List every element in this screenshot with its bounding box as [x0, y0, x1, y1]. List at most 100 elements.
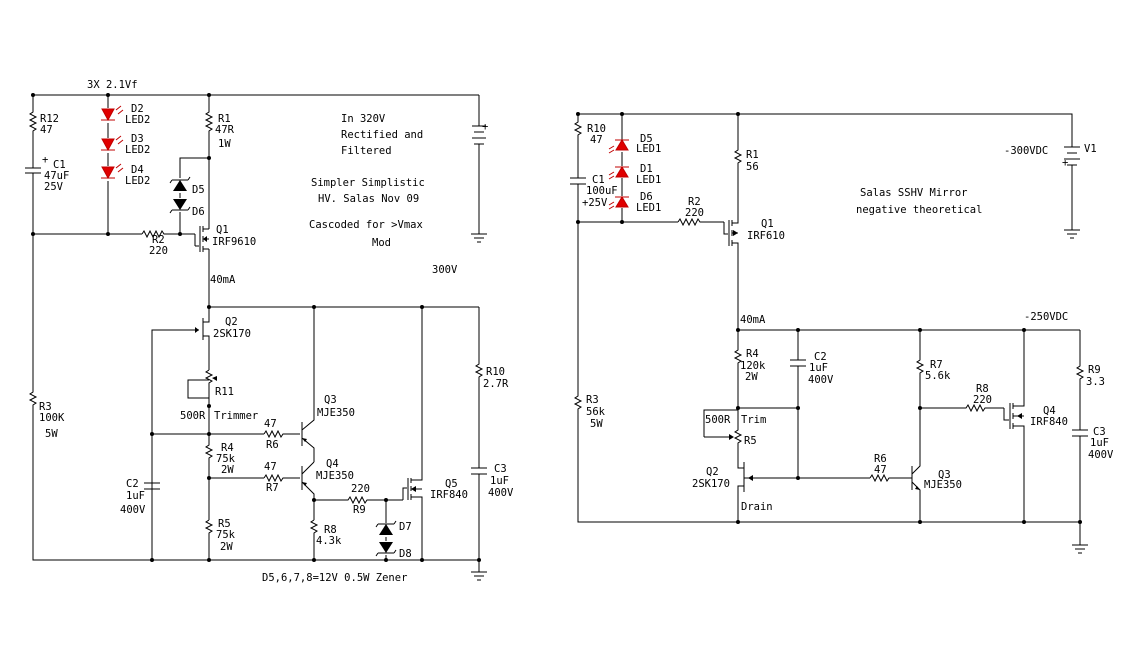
right-out-voltage: -250VDC: [1024, 311, 1068, 323]
right-r3-resistor: [573, 222, 1080, 523]
left-r3-val: 100K: [39, 412, 65, 424]
left-zener-d6: [169, 199, 191, 214]
left-d3-ref: D3: [131, 133, 144, 145]
left-r12-ref: R12: [40, 113, 59, 125]
left-r5-ref: R5: [218, 518, 231, 530]
left-note-3: Filtered: [341, 145, 392, 157]
left-q3-type: MJE350: [317, 407, 355, 419]
left-c1-ref: C1: [53, 159, 66, 171]
left-q5-type: IRF840: [430, 489, 468, 501]
right-supply-battery: [578, 113, 1080, 239]
left-note-7: Mod: [372, 237, 391, 249]
left-d6-ref: D6: [192, 206, 205, 218]
right-supply-label: -300VDC: [1004, 145, 1048, 157]
left-d5-ref: D5: [192, 184, 205, 196]
right-q1-mosfet: [723, 214, 739, 330]
left-note-4: Simpler Simplistic: [311, 177, 425, 189]
right-q3-transistor: [911, 408, 921, 522]
right-v1-ref: V1: [1084, 143, 1097, 155]
left-current-label: 40mA: [210, 274, 236, 286]
right-r3-val: 56k: [586, 406, 606, 418]
right-q3-type: MJE350: [924, 479, 962, 491]
right-q1-type: IRF610: [747, 230, 785, 242]
left-r2-ref: R2: [152, 234, 165, 246]
left-r1-ref: R1: [218, 113, 231, 125]
right-ground-symbol: [1072, 522, 1088, 554]
left-r6-resistor: [263, 429, 300, 439]
left-r5-power: 2W: [220, 541, 233, 553]
right-r2-ref: R2: [688, 196, 701, 208]
right-q2-ref: Q2: [706, 466, 719, 478]
left-battery-plus: +: [482, 121, 488, 133]
left-r6-ref: R6: [266, 439, 279, 451]
right-led-d5: [608, 139, 629, 154]
left-r12-val: 47: [40, 124, 53, 136]
left-c3-capacitor: [471, 467, 487, 560]
left-q2-ref: Q2: [225, 316, 238, 328]
left-c3-ref: C3: [494, 463, 507, 475]
right-d5-ref: D5: [640, 133, 653, 145]
left-c1-val: 47uF: [44, 170, 69, 182]
left-r11-trimmer: [204, 369, 214, 434]
left-q1-ref: Q1: [216, 224, 229, 236]
left-r4-val: 75k: [216, 453, 236, 465]
right-c3-val: 1uF: [1090, 437, 1109, 449]
left-q2-jfet: [151, 307, 210, 562]
right-r7-val: 5.6k: [925, 370, 951, 382]
left-d7-ref: D7: [399, 521, 412, 533]
right-title-line1: Salas SSHV Mirror: [860, 187, 967, 199]
right-r1-val: 56: [746, 161, 759, 173]
left-q1-type: IRF9610: [212, 236, 256, 248]
right-c3-ref: C3: [1093, 426, 1106, 438]
right-r10-resistor: [573, 114, 583, 178]
right-led-d6: [608, 196, 629, 210]
right-r4-resistor: [733, 330, 743, 408]
left-r8-resistor: [309, 519, 319, 560]
right-v1-plus: +: [1062, 157, 1068, 169]
right-r6-ref: R6: [874, 453, 887, 465]
right-r6-val: 47: [874, 464, 887, 476]
right-c2-rating: 400V: [808, 374, 834, 386]
right-r10-ref: R10: [587, 123, 606, 135]
left-r4-resistor: [204, 434, 214, 520]
left-r11-extra: Trimmer: [214, 410, 258, 422]
right-r1-ref: R1: [746, 149, 759, 161]
right-led-d1: [608, 166, 629, 180]
left-zener-d7: [375, 520, 397, 535]
left-supply-voltage: 300V: [432, 264, 458, 276]
right-d1-ref: D1: [640, 163, 653, 175]
left-r1-power: 1W: [218, 138, 231, 150]
right-c1-rating: +25V: [582, 197, 608, 209]
right-r9-resistor: [1075, 330, 1085, 430]
left-d2-type: LED2: [125, 114, 150, 126]
left-q4-transistor: [301, 461, 315, 520]
left-r2-resistor: [141, 229, 195, 239]
right-r8-resistor: [920, 403, 1004, 413]
right-c1-capacitor: [570, 177, 586, 222]
left-led-d3: [101, 135, 124, 152]
right-c3-capacitor: [1072, 429, 1088, 522]
left-q3-ref: Q3: [324, 394, 337, 406]
right-r5-ref: R5: [744, 435, 757, 447]
right-c3-rating: 400V: [1088, 449, 1114, 461]
left-schematic: 3X 2.1Vf R12 47 + C1 47uF 25V D2 LED2 D3…: [25, 79, 514, 584]
left-c2-val: 1uF: [126, 490, 145, 502]
left-d3-type: LED2: [125, 144, 150, 156]
right-r9-val: 3.3: [1086, 376, 1105, 388]
left-r9-ref: R9: [353, 504, 366, 516]
left-q1-mosfet: [194, 226, 210, 305]
right-r3-ref: R3: [586, 394, 599, 406]
left-r9-val: 220: [351, 483, 370, 495]
left-supply-battery: [471, 95, 487, 243]
right-r5-trimmer: [733, 408, 743, 460]
left-zener-note: D5,6,7,8=12V 0.5W Zener: [262, 572, 407, 584]
right-r10-val: 47: [590, 134, 603, 146]
left-r4-power: 2W: [221, 464, 234, 476]
left-r8-val: 4.3k: [316, 535, 342, 547]
right-d6-type: LED1: [636, 202, 661, 214]
right-d1-type: LED1: [636, 174, 661, 186]
right-q3-ref: Q3: [938, 469, 951, 481]
left-r7-val: 47: [264, 461, 277, 473]
right-c2-val: 1uF: [809, 362, 828, 374]
right-r4-ref: R4: [746, 348, 759, 360]
